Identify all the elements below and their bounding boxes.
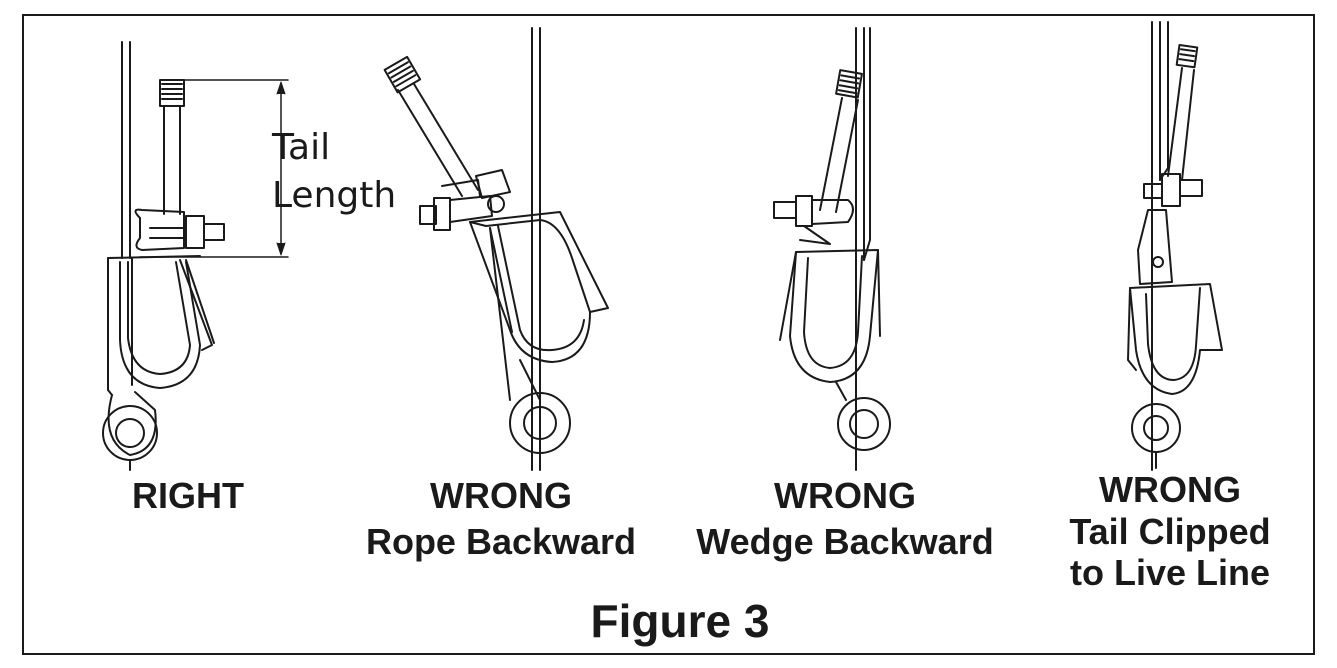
tail-length-label-line1: Tail (272, 127, 331, 168)
panel-right-drawing (102, 41, 289, 471)
tail-length-label: Tail Length (272, 124, 396, 220)
eye-outer (1131, 403, 1181, 453)
clip-icon (795, 195, 813, 227)
eye-inner (849, 409, 879, 439)
caption-description-continued: to Live Line (1069, 552, 1271, 594)
eye-inner (523, 406, 557, 440)
eye-outer (509, 392, 571, 454)
caption-tail-clipped: WRONG Tail Clipped to Live Line (1040, 470, 1300, 595)
caption-rope-backward: WRONG Rope Backward (351, 476, 651, 561)
caption-status: WRONG (430, 475, 572, 516)
panel-wedge-backward-drawing (773, 27, 891, 471)
caption-description: Wedge Backward (696, 520, 994, 562)
caption-description: Rope Backward (365, 520, 637, 562)
tail-end-icon (159, 79, 185, 107)
tail-length-label-line2: Length (272, 175, 397, 216)
caption-status: RIGHT (132, 475, 244, 516)
tail-end-icon (1175, 43, 1199, 69)
socket-body (789, 249, 879, 383)
caption-status: WRONG (1099, 469, 1241, 510)
tail-end-icon (835, 69, 863, 99)
eye-inner (1143, 415, 1169, 441)
clip-icon (1161, 173, 1181, 207)
panel-tail-clipped-drawing (1127, 21, 1223, 471)
eye-inner (115, 418, 145, 448)
caption-wedge-backward: WRONG Wedge Backward (680, 476, 1010, 561)
caption-right: RIGHT (88, 476, 288, 516)
clip-icon (134, 208, 185, 251)
figure-frame (22, 14, 1315, 655)
caption-description: Tail Clipped (1069, 510, 1271, 552)
panel-rope-backward-drawing (383, 27, 609, 471)
tail-end-icon (383, 55, 422, 94)
socket-body (1129, 283, 1223, 395)
eye-outer (837, 397, 891, 451)
figure-title: Figure 3 (590, 595, 770, 647)
caption-status: WRONG (774, 475, 916, 516)
